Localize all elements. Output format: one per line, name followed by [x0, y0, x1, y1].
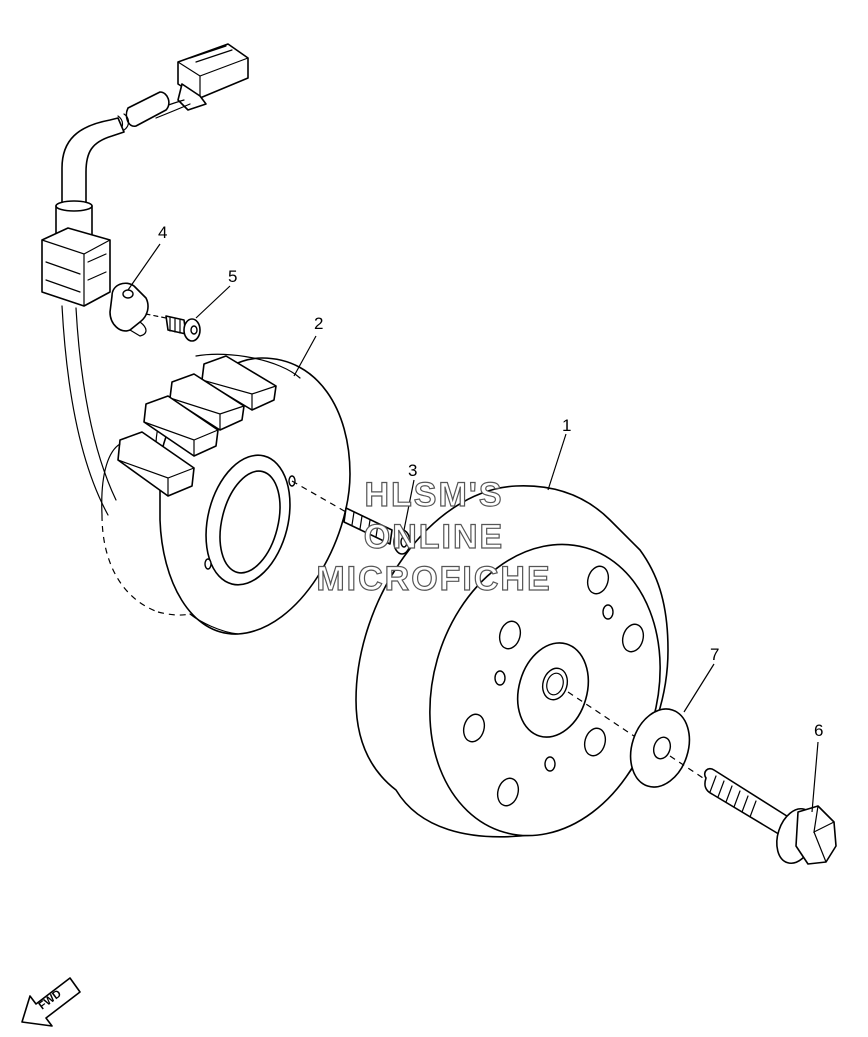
wire-clamp-part-4 [109, 282, 149, 337]
screw-part-3 [291, 480, 411, 555]
callout-5: 5 [228, 267, 237, 286]
stator-pole-3 [143, 395, 219, 457]
watermark-line-2: ONLINE [364, 518, 504, 556]
stator-pole-4 [117, 431, 195, 497]
fwd-arrow-icon: FWD [21, 977, 81, 1027]
watermark-line-1: HLSM'S [364, 476, 503, 514]
callout-2: 2 [314, 314, 323, 333]
callout-3: 3 [408, 461, 417, 480]
watermark-line-3: MICROFICHE [316, 560, 551, 598]
callout-7: 7 [710, 645, 719, 664]
leader-lines [127, 243, 819, 813]
flywheel-rotor-part-1 [355, 485, 669, 838]
stator-part-2 [101, 353, 351, 635]
callout-6: 6 [814, 721, 823, 740]
screw-part-5 [145, 313, 201, 342]
wire-grommet [41, 200, 111, 307]
bolt-part-6 [703, 767, 837, 865]
callout-4: 4 [158, 223, 167, 242]
connector-plug [177, 43, 249, 111]
wire-harness [41, 43, 249, 516]
washer-part-7 [629, 708, 707, 788]
callout-1: 1 [562, 416, 571, 435]
watermark: HLSM'S ONLINE MICROFICHE [316, 475, 551, 598]
